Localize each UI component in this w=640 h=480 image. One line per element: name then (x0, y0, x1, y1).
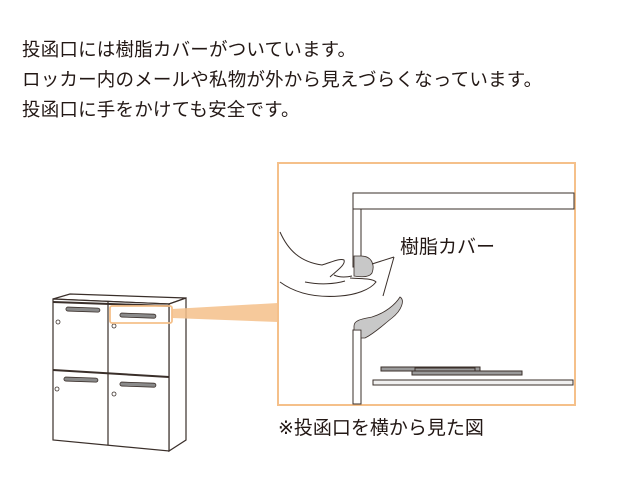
slot-highlight (109, 305, 173, 324)
side-view (352, 192, 575, 405)
diagram-caption: ※投函口を横から見た図 (278, 417, 484, 439)
hand-illustration (279, 231, 377, 297)
locker-cabinet (52, 293, 187, 453)
description-line-1: 投函口には樹脂カバーがついています。 (22, 40, 357, 61)
description-line-2: ロッカー内のメールや私物が外から見えづらくなっています。 (22, 70, 543, 91)
zoom-connector (172, 303, 278, 322)
description-line-3: 投函口に手をかけても安全です。 (22, 100, 300, 121)
lower-resin-cover (353, 296, 403, 339)
resin-cover-label: 樹脂カバー (400, 236, 496, 258)
upper-resin-cover (353, 255, 374, 278)
leader-lines (371, 256, 395, 297)
mail-slots (63, 306, 157, 388)
door-locks (54, 319, 117, 397)
